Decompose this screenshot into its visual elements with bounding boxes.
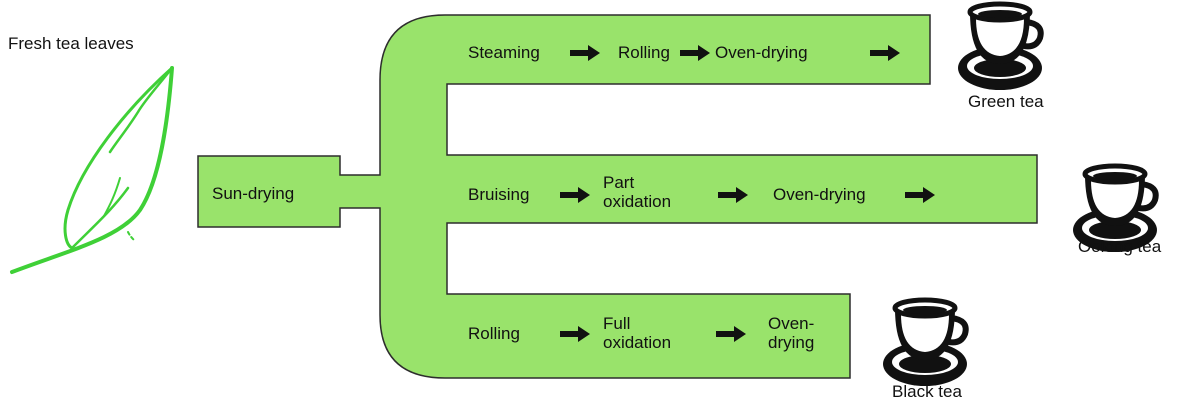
step-line: oxidation <box>603 333 672 352</box>
step-oven-drying: Oven- drying <box>768 314 878 352</box>
step-line: oxidation <box>603 192 672 211</box>
step-line: Oven- <box>768 314 815 333</box>
arrow-icon <box>570 45 600 61</box>
arrow-icon <box>716 326 746 342</box>
arrow-icon <box>680 45 710 61</box>
green-tea-label: Green tea <box>968 92 1044 111</box>
step-part-oxidation: Part oxidation <box>603 173 713 211</box>
step-line: Full <box>603 314 631 333</box>
step-oven-drying: Oven-drying <box>715 43 808 62</box>
black-tea-label: Black tea <box>892 382 962 401</box>
process-flow-shape <box>197 14 1038 379</box>
arrow-icon <box>560 187 590 203</box>
fresh-leaves-label: Fresh tea leaves <box>8 34 134 53</box>
arrow-icon <box>905 187 935 203</box>
step-full-oxidation: Full oxidation <box>603 314 713 352</box>
step-rolling: Rolling <box>468 324 520 343</box>
step-steaming: Steaming <box>468 43 540 62</box>
step-line: Part <box>603 173 635 192</box>
oolong-tea-label: Oolong tea <box>1078 237 1162 256</box>
green-tea-cup-icon <box>958 1 1044 90</box>
arrow-icon <box>560 326 590 342</box>
step-bruising: Bruising <box>468 185 530 204</box>
arrow-icon <box>718 187 748 203</box>
oolong-tea-cup-icon <box>1073 163 1159 252</box>
step-rolling: Rolling <box>618 43 670 62</box>
sun-drying-label: Sun-drying <box>212 184 295 203</box>
black-tea-cup-icon <box>883 297 969 386</box>
tea-leaf-icon <box>10 66 174 274</box>
arrow-icon <box>870 45 900 61</box>
step-oven-drying: Oven-drying <box>773 185 866 204</box>
step-line: drying <box>768 333 815 352</box>
